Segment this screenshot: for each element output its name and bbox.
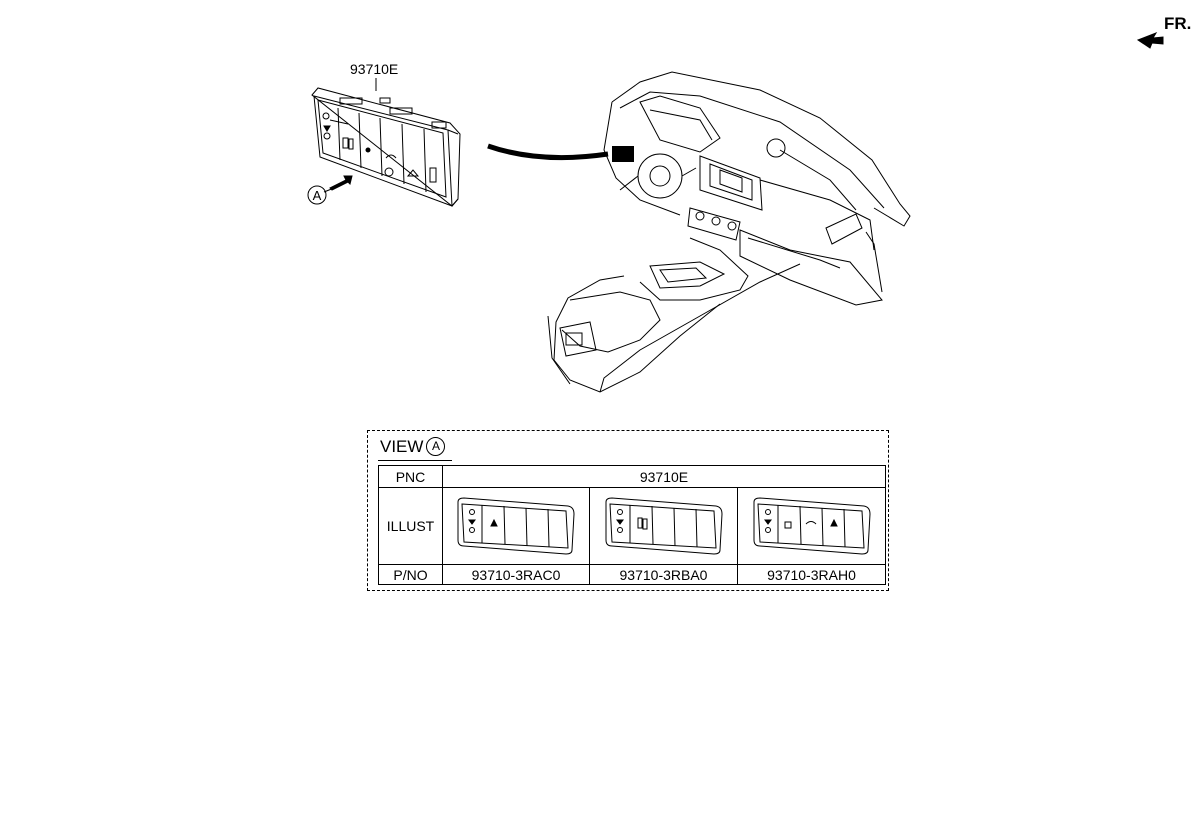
view-title-marker: A bbox=[426, 437, 446, 456]
illust-label: ILLUST bbox=[378, 487, 443, 565]
front-arrow-icon bbox=[1136, 32, 1164, 49]
dashboard-drawing bbox=[547, 71, 911, 393]
spec-table: PNC 93710E ILLUST bbox=[378, 465, 886, 585]
switch-module-drawing bbox=[311, 87, 461, 207]
pnc-label: PNC bbox=[378, 465, 443, 488]
view-arrow-icon bbox=[329, 175, 353, 191]
pno-row: P/NO 93710-3RAC0 93710-3RBA0 93710-3RAH0 bbox=[378, 564, 886, 585]
pno-label: P/NO bbox=[378, 564, 443, 585]
pno-variant-3: 93710-3RAH0 bbox=[737, 564, 886, 585]
switch-variant-3-icon bbox=[753, 497, 871, 555]
switch-variant-1-icon bbox=[457, 497, 575, 555]
illust-row: ILLUST bbox=[378, 487, 886, 565]
front-direction-label: FR. bbox=[1164, 14, 1192, 33]
view-title-text: VIEW bbox=[380, 437, 424, 456]
illust-variant-1 bbox=[442, 487, 590, 565]
view-title-underline bbox=[378, 460, 452, 461]
pnc-row: PNC 93710E bbox=[378, 465, 886, 488]
illust-variant-3 bbox=[737, 487, 886, 565]
pnc-value: 93710E bbox=[442, 465, 886, 488]
view-marker-label: A bbox=[313, 188, 322, 203]
illust-variant-2 bbox=[589, 487, 738, 565]
pno-variant-1: 93710-3RAC0 bbox=[442, 564, 590, 585]
pno-variant-2: 93710-3RBA0 bbox=[589, 564, 738, 585]
view-marker-circle bbox=[307, 185, 327, 205]
part-number-callout: 93710E bbox=[350, 61, 399, 77]
switch-variant-2-icon bbox=[605, 497, 723, 555]
